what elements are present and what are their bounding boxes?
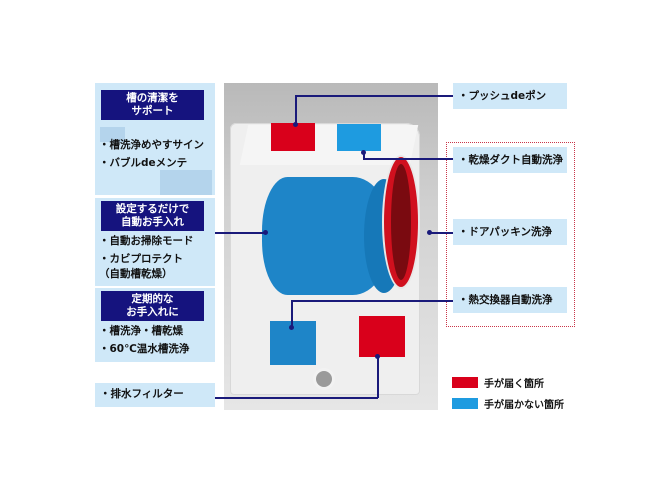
- feature-item: ・自動お掃除モード: [99, 235, 194, 247]
- feature-item: ・槽洗浄・槽乾燥: [99, 325, 183, 337]
- panel-accent: [100, 127, 125, 142]
- label-push-de-pon: ・プッシュdeポン: [453, 83, 567, 109]
- leader-line: [215, 232, 265, 234]
- legend-label: 手が届かない箇所: [484, 400, 564, 411]
- door-packing: [384, 157, 418, 287]
- push-de-pon-area: [271, 123, 315, 151]
- legend-item-reachable: 手が届く箇所: [452, 375, 564, 390]
- feature-item: ・カビプロテクト: [99, 253, 183, 265]
- leader-line: [215, 397, 378, 399]
- feature-item: （自動槽乾燥）: [99, 268, 173, 280]
- leader-line: [430, 232, 453, 234]
- heading-line: お手入れに: [126, 306, 179, 318]
- leader-line: [295, 95, 297, 125]
- heading-line: サポート: [131, 105, 174, 117]
- heading-line: 設定するだけで: [115, 203, 190, 215]
- legend-swatch-red: [452, 377, 478, 388]
- panel-accent: [160, 170, 212, 195]
- feature-item: ・バブルdeメンテ: [99, 157, 188, 169]
- feature-item: ・60℃温水槽洗浄: [99, 343, 190, 355]
- leader-line: [295, 95, 453, 97]
- leader-line: [377, 356, 379, 398]
- legend-item-unreachable: 手が届かない箇所: [452, 396, 564, 411]
- group-heading-cleanliness: 槽の清潔を サポート: [101, 90, 204, 120]
- group-heading-auto-care: 設定するだけで 自動お手入れ: [101, 201, 204, 231]
- legend-label: 手が届く箇所: [484, 379, 544, 390]
- leader-dot: [427, 230, 432, 235]
- feature-item: ・槽洗浄めやすサイン: [99, 139, 204, 151]
- leader-dot: [289, 325, 294, 330]
- dry-duct-area: [337, 124, 381, 151]
- drain-filter-area: [359, 316, 405, 357]
- label-drain-filter: ・排水フィルター: [95, 383, 215, 407]
- leader-line: [291, 300, 293, 328]
- group-heading-periodic: 定期的な お手入れに: [101, 291, 204, 321]
- heading-line: 定期的な: [131, 293, 174, 305]
- leader-line: [291, 300, 453, 302]
- heading-line: 槽の清潔を: [126, 92, 179, 104]
- dotted-group-auto-wash: [446, 142, 575, 327]
- legend: 手が届く箇所 手が届かない箇所: [452, 375, 564, 411]
- label-door-packing: ・ドアパッキン洗浄: [453, 219, 567, 245]
- heading-line: 自動お手入れ: [121, 216, 184, 228]
- label-heat-exchanger: ・熱交換器自動洗浄: [453, 287, 567, 313]
- legend-swatch-blue: [452, 398, 478, 409]
- leader-dot: [263, 230, 268, 235]
- leader-line: [363, 152, 365, 159]
- washer-diagram: [224, 83, 438, 410]
- leader-line: [363, 158, 453, 160]
- label-dry-duct: ・乾燥ダクト自動洗浄: [453, 147, 567, 173]
- leader-dot: [375, 354, 380, 359]
- drain-cap: [316, 371, 332, 387]
- leader-dot: [361, 150, 366, 155]
- leader-dot: [293, 122, 298, 127]
